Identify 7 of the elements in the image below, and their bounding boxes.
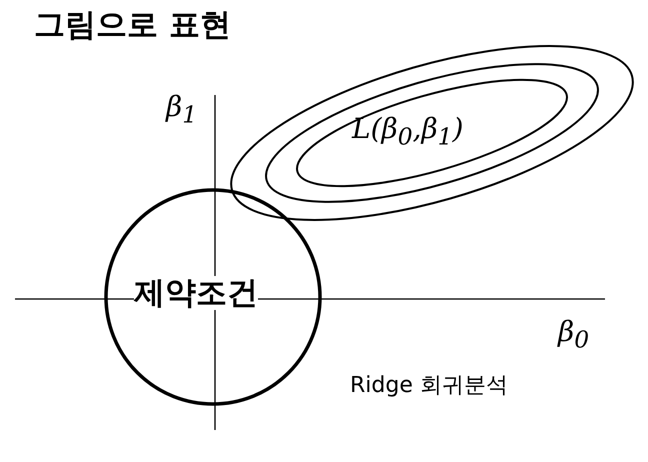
axis-label: β$_{0}$ bbox=[558, 315, 590, 354]
axis-label: β$_{1}$ bbox=[166, 90, 198, 129]
title: 그림으로 표현 bbox=[34, 6, 231, 45]
caption-text: Ridge 회귀분석 bbox=[350, 372, 508, 400]
constraint-circle bbox=[104, 188, 322, 406]
region-label: 제약조건 bbox=[134, 276, 258, 310]
function-label: L(β$_{0}$,β$_{1}$) bbox=[352, 112, 464, 151]
